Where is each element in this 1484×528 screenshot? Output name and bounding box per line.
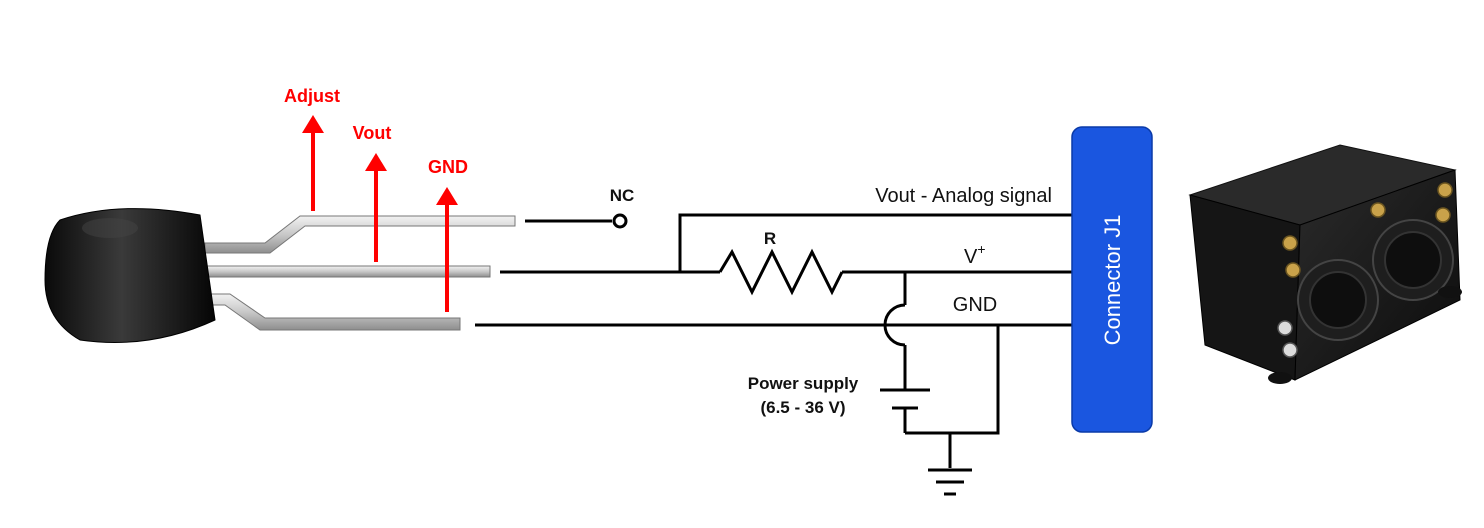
pin-label-gnd: GND	[428, 157, 468, 177]
pin-label-vout: Vout	[353, 123, 392, 143]
vplus-label: V+	[964, 241, 986, 268]
sensor-component	[44, 208, 516, 343]
power-supply-label: Power supply	[748, 374, 859, 393]
connector-label: Connector J1	[1100, 215, 1125, 346]
device-image	[1188, 144, 1462, 384]
nc-terminal	[612, 213, 628, 229]
pin-label-adjust: Adjust	[284, 86, 340, 106]
pin-arrows	[302, 115, 458, 312]
resistor-symbol	[718, 248, 844, 296]
gnd-line-label: GND	[953, 294, 997, 316]
connector-j1: Connector J1	[1071, 126, 1153, 433]
vout-line-label: Vout - Analog signal	[875, 185, 1052, 207]
resistor-label: R	[764, 229, 776, 248]
power-range-label: (6.5 - 36 V)	[760, 398, 845, 417]
sensor-legs	[174, 215, 516, 331]
wires	[475, 213, 1072, 496]
nc-label: NC	[610, 186, 635, 205]
